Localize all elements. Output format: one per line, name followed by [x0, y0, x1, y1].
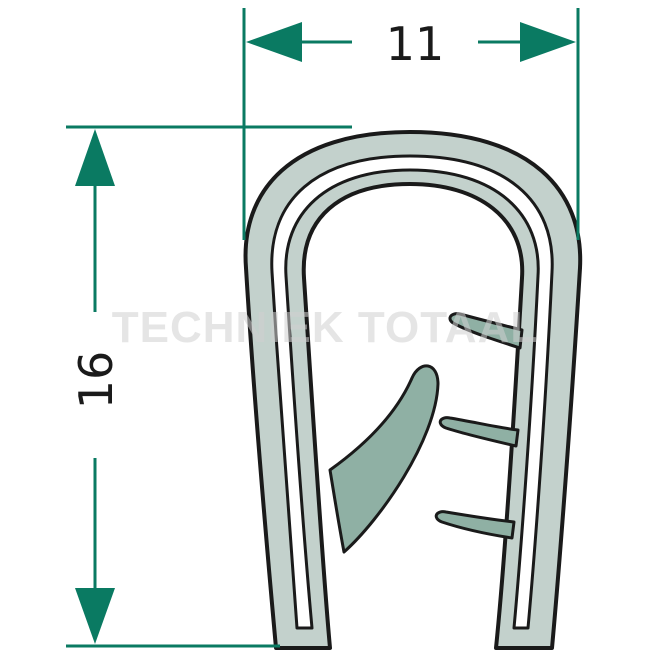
- left-grip-lip: [328, 364, 440, 554]
- arrow-up-icon: [75, 129, 115, 186]
- height-value: 16: [69, 351, 123, 410]
- watermark-text: TECHNIEK TOTAAL: [112, 303, 538, 352]
- width-dimension: 11: [242, 8, 580, 240]
- right-fin-3: [434, 510, 516, 540]
- right-fin-1: [448, 312, 524, 350]
- height-dimension: 16: [66, 125, 352, 648]
- arrow-right-icon: [520, 22, 576, 62]
- outer-shell: [243, 130, 583, 650]
- arrow-down-icon: [75, 588, 115, 644]
- width-value: 11: [386, 17, 445, 71]
- right-fin-2: [438, 416, 520, 448]
- inner-slit: [270, 154, 554, 630]
- arrow-left-icon: [246, 22, 302, 62]
- trim-profile: [243, 130, 583, 650]
